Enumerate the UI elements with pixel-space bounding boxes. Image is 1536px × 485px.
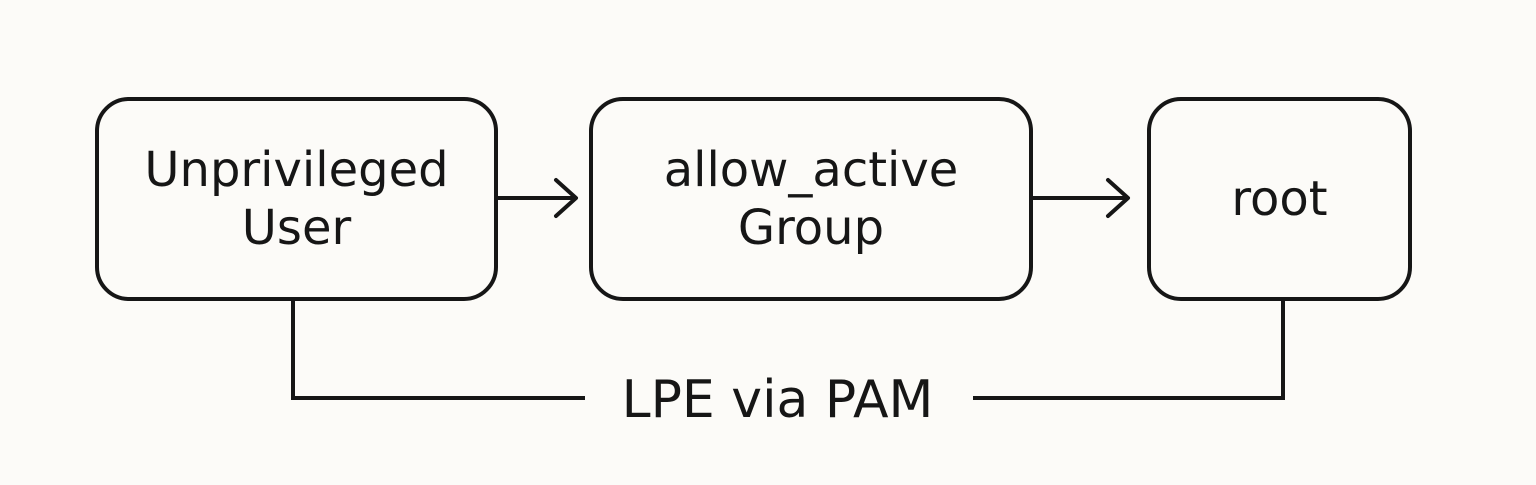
arrow-group-to-root bbox=[1031, 178, 1130, 218]
node-group-line1: allow_active bbox=[663, 142, 959, 198]
node-allow-active-group: allow_active Group bbox=[589, 97, 1033, 301]
node-user-line1: Unprivileged bbox=[144, 142, 449, 198]
node-user-line2: User bbox=[241, 200, 352, 256]
node-root: root bbox=[1147, 97, 1412, 301]
bypass-label: LPE via PAM bbox=[590, 365, 965, 435]
bypass-connector bbox=[291, 301, 1285, 400]
arrow-user-to-group bbox=[496, 178, 578, 218]
node-root-label: root bbox=[1231, 171, 1328, 227]
node-group-line2: Group bbox=[737, 200, 885, 256]
node-unprivileged-user: Unprivileged User bbox=[95, 97, 498, 301]
